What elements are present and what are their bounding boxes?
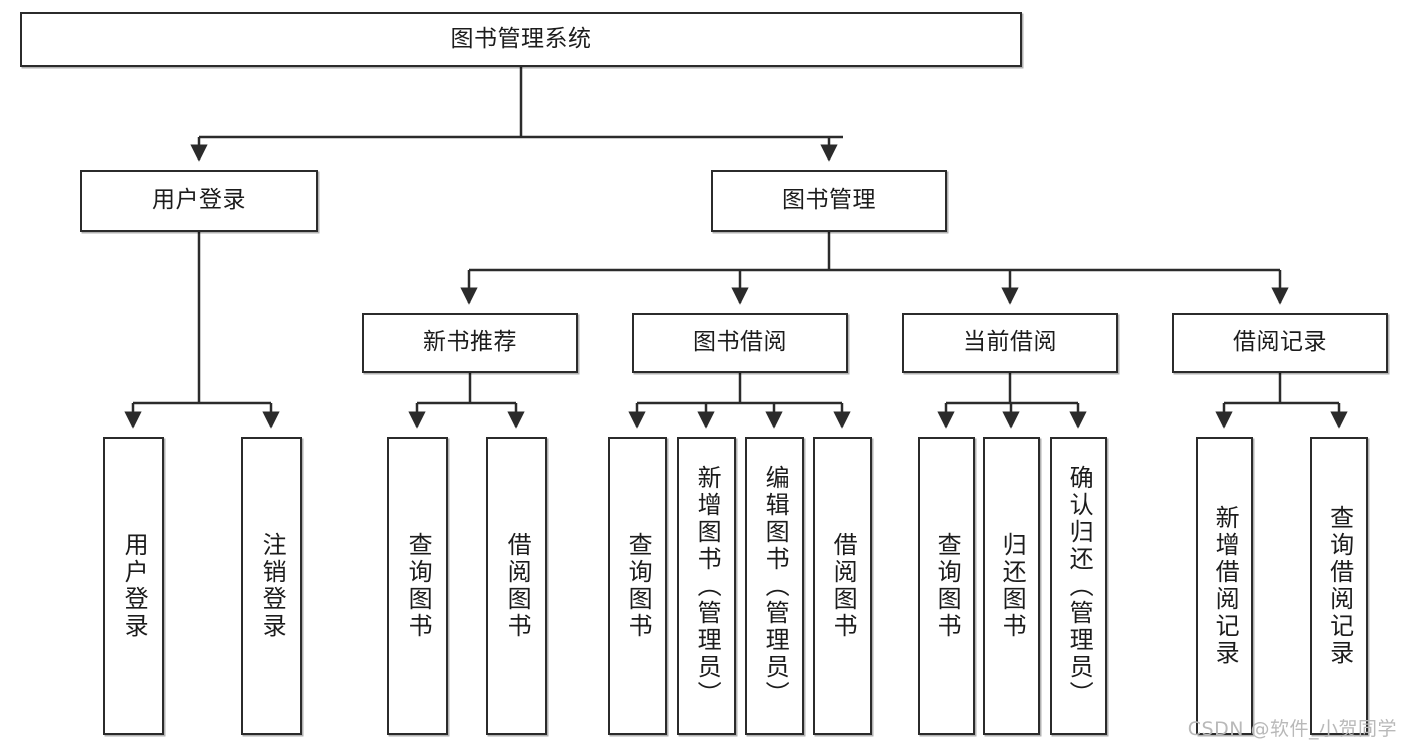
node-leaf-add-record[interactable]: 新增借阅记录 (1196, 437, 1253, 735)
node-leaf-confirm-return[interactable]: 确认归还（管理员） (1050, 437, 1107, 735)
node-leaf-borrow-book-1[interactable]: 借阅图书 (486, 437, 547, 735)
node-leaf-confirm-return-label: 确认归还（管理员） (1065, 464, 1094, 708)
node-leaf-query-book-2-label: 查询图书 (624, 532, 653, 640)
node-leaf-logout-label: 注销登录 (258, 532, 287, 640)
node-user-login[interactable]: 用户登录 (80, 170, 318, 232)
node-leaf-edit-book-label: 编辑图书（管理员） (761, 464, 790, 708)
node-leaf-borrow-book-1-label: 借阅图书 (503, 532, 532, 640)
node-borrow-record-label: 借阅记录 (1233, 329, 1327, 356)
node-new-book-rec-label: 新书推荐 (423, 329, 517, 356)
node-leaf-user-login-label: 用户登录 (120, 532, 149, 640)
node-leaf-query-record[interactable]: 查询借阅记录 (1310, 437, 1368, 735)
node-current-borrow-label: 当前借阅 (963, 329, 1057, 356)
node-borrow-record[interactable]: 借阅记录 (1172, 313, 1388, 373)
node-book-manage[interactable]: 图书管理 (711, 170, 947, 232)
node-leaf-add-book-label: 新增图书（管理员） (693, 464, 722, 708)
node-leaf-query-book-1[interactable]: 查询图书 (387, 437, 448, 735)
node-root[interactable]: 图书管理系统 (20, 12, 1022, 67)
node-leaf-query-book-1-label: 查询图书 (404, 532, 433, 640)
node-leaf-user-login[interactable]: 用户登录 (103, 437, 164, 735)
node-book-borrow[interactable]: 图书借阅 (632, 313, 848, 373)
node-current-borrow[interactable]: 当前借阅 (902, 313, 1118, 373)
node-leaf-query-book-3-label: 查询图书 (933, 532, 962, 640)
node-leaf-borrow-book-2-label: 借阅图书 (829, 532, 858, 640)
node-book-manage-label: 图书管理 (782, 187, 876, 214)
node-leaf-logout[interactable]: 注销登录 (241, 437, 302, 735)
node-leaf-add-book[interactable]: 新增图书（管理员） (677, 437, 736, 735)
node-root-label: 图书管理系统 (450, 25, 592, 52)
node-leaf-return-book-label: 归还图书 (998, 532, 1027, 640)
node-new-book-rec[interactable]: 新书推荐 (362, 313, 578, 373)
node-leaf-query-record-label: 查询借阅记录 (1325, 505, 1354, 667)
node-leaf-query-book-2[interactable]: 查询图书 (608, 437, 667, 735)
node-book-borrow-label: 图书借阅 (693, 329, 787, 356)
node-leaf-return-book[interactable]: 归还图书 (983, 437, 1040, 735)
node-leaf-borrow-book-2[interactable]: 借阅图书 (813, 437, 872, 735)
node-leaf-edit-book[interactable]: 编辑图书（管理员） (745, 437, 804, 735)
node-user-login-label: 用户登录 (152, 187, 246, 214)
watermark: CSDN @软件_小贺同学 (1187, 718, 1397, 740)
node-leaf-add-record-label: 新增借阅记录 (1211, 505, 1240, 667)
node-leaf-query-book-3[interactable]: 查询图书 (918, 437, 975, 735)
